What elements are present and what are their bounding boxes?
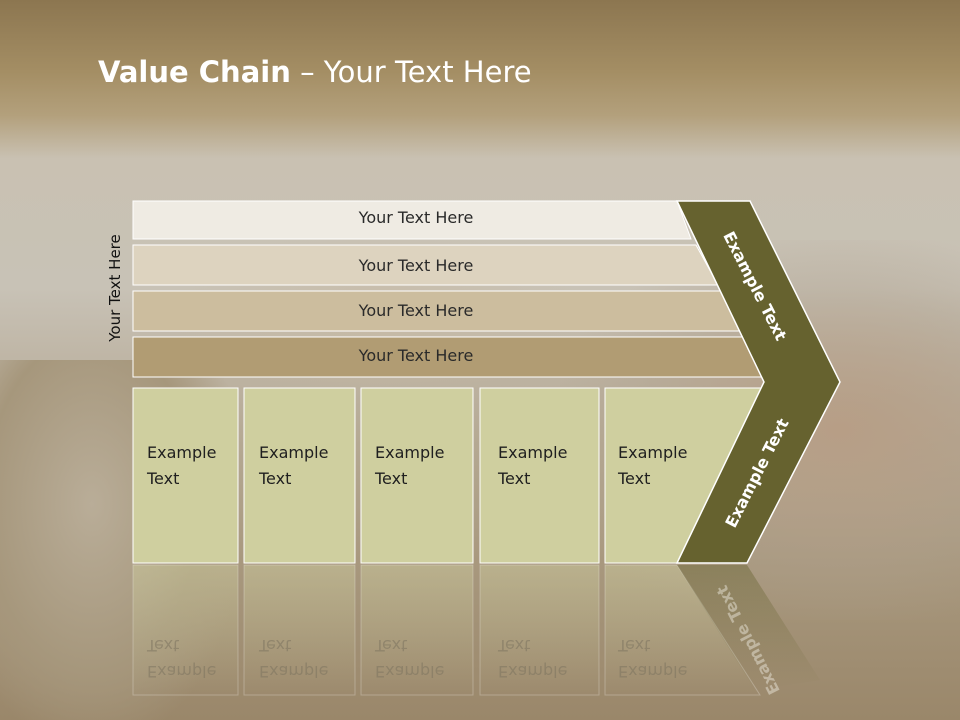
band-1-label: Your Text Here (358, 208, 474, 227)
activity-box-3 (360, 387, 474, 564)
box-reflection-4 (479, 564, 600, 696)
diagram-reflection (132, 564, 820, 696)
activity-box-4 (479, 387, 600, 564)
band-1 (132, 200, 692, 240)
band-4-label: Your Text Here (358, 346, 474, 365)
band-3-label: Your Text Here (358, 301, 474, 320)
slide-title: Value Chain – Your Text Here (98, 55, 532, 89)
title-rest: – Your Text Here (290, 55, 532, 89)
box-reflection-1 (132, 564, 239, 696)
activity-box-1 (132, 387, 239, 564)
box-reflection-5 (604, 564, 761, 696)
activity-box-2 (243, 387, 356, 564)
arrow-reflection (677, 565, 820, 690)
band-2-label: Your Text Here (358, 256, 474, 275)
box-reflection-2 (243, 564, 356, 696)
value-chain-arrow (675, 200, 841, 564)
box-reflection-3 (360, 564, 474, 696)
title-bold: Value Chain (98, 55, 291, 89)
